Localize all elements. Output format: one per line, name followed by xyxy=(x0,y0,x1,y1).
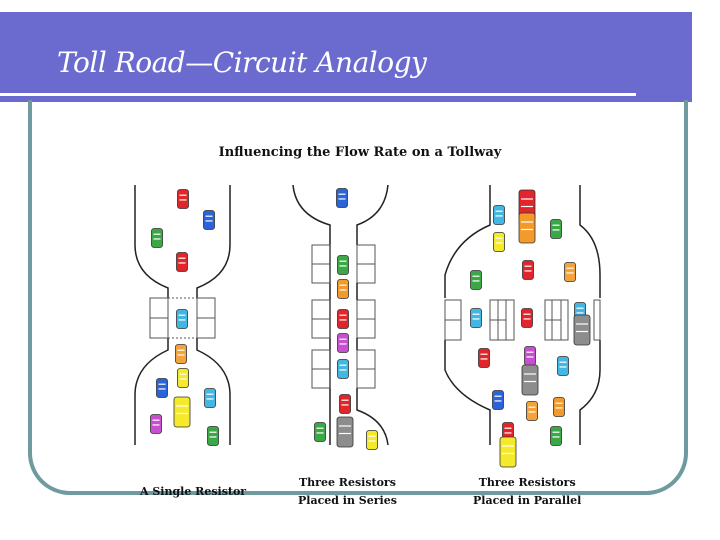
car xyxy=(493,205,505,225)
car xyxy=(470,270,482,290)
car xyxy=(314,422,326,442)
figure-title: Influencing the Flow Rate on a Tollway xyxy=(218,145,502,160)
car xyxy=(337,333,349,353)
car xyxy=(524,346,536,366)
car xyxy=(564,262,576,282)
car xyxy=(492,390,504,410)
car xyxy=(522,260,534,280)
car xyxy=(177,368,189,388)
car xyxy=(336,416,354,448)
car xyxy=(553,397,565,417)
caption-single-resistor: A Single Resistor xyxy=(140,483,246,501)
car xyxy=(203,210,215,230)
car xyxy=(337,359,349,379)
car xyxy=(150,414,162,434)
car xyxy=(175,344,187,364)
road-single-resistor xyxy=(134,185,231,445)
car xyxy=(177,189,189,209)
car xyxy=(521,364,539,396)
toll-booths-series xyxy=(311,244,376,389)
car xyxy=(573,314,591,346)
caption-parallel: Three Resistors Placed in Parallel xyxy=(473,474,581,510)
road-parallel xyxy=(444,185,601,445)
cars-layer xyxy=(150,188,591,468)
car xyxy=(518,189,536,221)
car xyxy=(336,188,348,208)
slide-title: Toll Road—Circuit Analogy xyxy=(57,46,427,79)
content-frame xyxy=(28,100,688,495)
car xyxy=(176,252,188,272)
title-bar xyxy=(0,12,692,102)
car xyxy=(156,378,168,398)
caption-series: Three Resistors Placed in Series xyxy=(298,474,397,510)
car xyxy=(337,309,349,329)
caption-line-2: Placed in Parallel xyxy=(473,494,582,507)
car xyxy=(557,356,569,376)
car xyxy=(337,279,349,299)
car xyxy=(366,430,378,450)
car xyxy=(526,401,538,421)
caption-line-1: Three Resistors xyxy=(478,476,576,489)
car xyxy=(470,308,482,328)
car xyxy=(478,348,490,368)
car xyxy=(176,309,188,329)
car xyxy=(518,212,536,244)
car xyxy=(339,394,351,414)
road-series xyxy=(292,184,389,446)
car xyxy=(550,426,562,446)
caption-line-2: Placed in Series xyxy=(298,494,397,507)
car xyxy=(521,308,533,328)
car xyxy=(173,396,191,428)
title-underline xyxy=(0,93,636,96)
car xyxy=(337,255,349,275)
car xyxy=(151,228,163,248)
car xyxy=(493,232,505,252)
car xyxy=(207,426,219,446)
toll-booths-parallel xyxy=(444,299,601,341)
car xyxy=(550,219,562,239)
car xyxy=(499,436,517,468)
caption-line-1: Three Resistors xyxy=(299,476,396,489)
car xyxy=(204,388,216,408)
toll-booths-single xyxy=(149,297,216,339)
caption-line-1: A Single Resistor xyxy=(140,485,247,498)
